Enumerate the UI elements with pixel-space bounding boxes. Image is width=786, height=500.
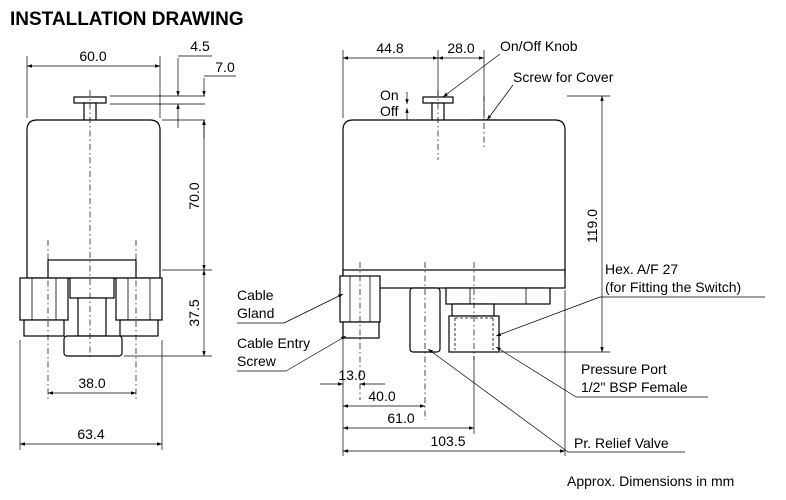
label-on: On <box>380 87 399 103</box>
dim-overall-length: 103.5 <box>430 433 465 449</box>
label-cable-gland-line1: Cable <box>237 287 274 303</box>
annotations: On/Off Knob On Off Screw for Cover Hex. … <box>237 38 765 489</box>
front-left-gland-screw <box>23 319 65 337</box>
label-cable-entry-line1: Cable Entry <box>237 335 310 351</box>
dim-gland-offset: 13.0 <box>338 367 365 383</box>
footnote-units: Approx. Dimensions in mm <box>567 473 734 489</box>
label-cable-gland-line2: Gland <box>237 305 274 321</box>
front-dimensions: 60.0 4.5 7.0 70.0 37.5 38.0 63.4 <box>19 38 236 450</box>
side-dimensions: 44.8 28.0 119.0 13.0 40.0 61.0 103.5 <box>320 40 610 456</box>
dim-body-height: 70.0 <box>186 182 202 209</box>
label-on-off-knob: On/Off Knob <box>500 38 578 54</box>
front-port <box>77 297 107 337</box>
label-hex-line1: Hex. A/F 27 <box>605 261 678 277</box>
front-right-gland <box>115 277 163 321</box>
cable-entry-screw <box>342 321 380 339</box>
dim-side-knob-pos: 44.8 <box>376 40 403 56</box>
dim-front-width: 60.0 <box>79 48 106 64</box>
dim-side-height: 119.0 <box>584 209 600 243</box>
label-relief-valve: Pr. Relief Valve <box>574 435 669 451</box>
label-off: Off <box>380 103 399 119</box>
front-body <box>26 119 161 279</box>
dim-knob-offset: 4.5 <box>190 38 210 54</box>
front-view <box>19 90 163 400</box>
pressure-port-neck <box>451 303 495 317</box>
dim-to-port: 61.0 <box>387 410 414 426</box>
front-port-hex <box>69 277 115 299</box>
dim-port-spacing: 38.0 <box>78 375 105 391</box>
front-right-gland-screw <box>119 319 159 337</box>
dim-overall-width: 63.4 <box>77 426 104 442</box>
label-pressure-port-line1: Pressure Port <box>581 361 667 377</box>
dim-lower-height: 37.5 <box>186 299 202 326</box>
dim-gland-to-valve: 40.0 <box>368 388 395 404</box>
front-left-gland <box>19 277 69 321</box>
label-cable-entry-line2: Screw <box>237 353 277 369</box>
dim-side-knob-to-screw: 28.0 <box>447 40 474 56</box>
label-pressure-port-line2: 1/2" BSP Female <box>581 379 688 395</box>
dim-knob-height: 7.0 <box>215 59 235 75</box>
page-title: INSTALLATION DRAWING <box>10 9 244 30</box>
label-screw-for-cover: Screw for Cover <box>513 69 614 85</box>
front-port-nut <box>63 335 123 357</box>
label-hex-line2: (for Fitting the Switch) <box>605 279 741 295</box>
side-body <box>342 119 566 276</box>
front-plate <box>47 259 137 279</box>
side-hex <box>445 287 551 305</box>
side-view <box>339 90 566 420</box>
